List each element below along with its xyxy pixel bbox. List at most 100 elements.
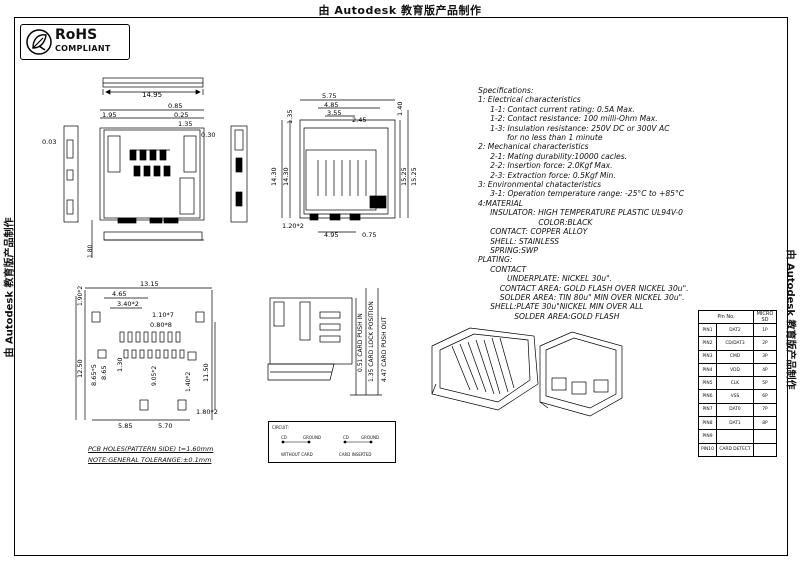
spec-line: 1-1: Contact current rating: 0.5A Max. bbox=[478, 104, 635, 114]
right-top-view bbox=[281, 99, 409, 233]
pin-cell-pin: PIN8 bbox=[698, 416, 717, 431]
spec-line: 2: Mechanical characteristics bbox=[478, 142, 589, 152]
pcb-note: PCB HOLES(PATTERN SIDE) t=1.60mm bbox=[88, 445, 214, 453]
isometric-view-2 bbox=[539, 331, 623, 417]
spec-line: COLOR:BLACK bbox=[478, 217, 593, 227]
circuit-cd-2: CD bbox=[343, 435, 349, 440]
front-view bbox=[91, 109, 205, 258]
dim-right-0: 5.75 bbox=[322, 92, 336, 100]
pin-cell-pin: PIN9 bbox=[698, 429, 717, 444]
pin-cell-pin: PIN1 bbox=[698, 322, 717, 338]
pin-row: PIN9 bbox=[698, 429, 777, 444]
spec-line: 1-2: Contact resistance: 100 milli-Ohm M… bbox=[478, 114, 658, 124]
spec-line: 4:MATERIAL bbox=[478, 198, 523, 208]
circuit-diagram: CIRCUIT: CD GROUND WITHOUT CARD CD GROUN… bbox=[268, 421, 396, 463]
spec-line: 2-2: Insertion force: 2.0Kgf Max. bbox=[478, 161, 613, 171]
pin-cell-sd: 8P bbox=[753, 416, 777, 431]
dim-pcb-5: 1.90*2 bbox=[77, 286, 84, 306]
dim-right-8: 15.25 bbox=[400, 167, 408, 186]
pin-cell-signal bbox=[716, 429, 754, 444]
dim-front-2: 0.25 bbox=[174, 111, 188, 119]
dim-side-2: 4.47 CARD PUSH OUT bbox=[381, 316, 388, 382]
dim-pcb-7: 8.65*5 bbox=[90, 364, 98, 386]
pin-cell-signal: DAT0 bbox=[716, 402, 754, 418]
dim-right-10: 1.20*2 bbox=[282, 222, 304, 230]
spec-line: SPRING:SWP bbox=[478, 245, 539, 255]
tolerance-note: NOTE:GENERAL TOLERANGE:±0.1mm bbox=[88, 456, 212, 464]
dim-pcb-6: 12.50 bbox=[76, 359, 84, 378]
drawing-frame bbox=[14, 17, 788, 556]
left-side-view bbox=[63, 125, 79, 223]
pin-cell-sd: 6P bbox=[753, 389, 777, 404]
pin-cell-sd: 5P bbox=[753, 376, 777, 391]
pin-cell-pin: PIN4 bbox=[698, 362, 717, 378]
pin-table-header: Pin No. MICRO SD bbox=[698, 310, 777, 324]
circuit-title: CIRCUIT: bbox=[272, 425, 289, 430]
pin-header-sd: MICRO SD bbox=[753, 310, 777, 324]
spec-line: CONTACT bbox=[478, 264, 527, 274]
dim-pcb-4: 0.80*8 bbox=[150, 321, 172, 329]
dim-pcb-0: 13.15 bbox=[140, 280, 159, 288]
pin-cell-pin: PIN10 bbox=[698, 442, 717, 457]
pin-cell-sd bbox=[753, 442, 777, 457]
specifications-text: Specifications:1: Electrical characteris… bbox=[478, 86, 689, 321]
spec-line: 2-3: Extraction force: 0.5Kgf Min. bbox=[478, 170, 616, 180]
dim-right-7: 14.30 bbox=[282, 167, 290, 186]
rohs-logo: RoHS COMPLIANT bbox=[20, 24, 130, 60]
dim-front-3: 1.35 bbox=[178, 120, 192, 128]
rohs-leaf-icon bbox=[26, 29, 52, 55]
pin-cell-sd: 3P bbox=[753, 349, 777, 364]
dim-pcb-8: 8.65 bbox=[100, 366, 108, 380]
spec-line: SOLDER AREA:GOLD FLASH bbox=[478, 311, 620, 321]
circuit-label-1: WITHOUT CARD bbox=[281, 452, 313, 457]
rohs-title: RoHS bbox=[55, 27, 98, 43]
pin-cell-sd: 7P bbox=[753, 402, 777, 418]
circuit-lines bbox=[281, 440, 373, 444]
top-view bbox=[102, 77, 204, 95]
spec-line: PLATING: bbox=[478, 255, 513, 265]
dim-pcb-3: 1.10*7 bbox=[152, 311, 174, 319]
dim-pcb-15: 5.70 bbox=[158, 422, 172, 430]
side-push-view bbox=[267, 288, 382, 396]
dim-front-4: 0.30 bbox=[201, 131, 215, 139]
dim-front-left: 1.80 bbox=[87, 244, 94, 258]
spec-line: SHELL: STAINLESS bbox=[478, 236, 560, 246]
dim-pcb-14: 5.85 bbox=[118, 422, 132, 430]
spec-line: 3-1: Operation temperature range: -25°C … bbox=[478, 189, 685, 199]
pin-cell-signal: DAT1 bbox=[716, 416, 754, 431]
dim-right-9: 15.25 bbox=[410, 167, 418, 186]
pin-cell-signal: CLK bbox=[716, 376, 754, 391]
circuit-cd-1: CD bbox=[281, 435, 287, 440]
dim-side-0: 0.51 CARD PUSH IN bbox=[357, 313, 364, 372]
dim-pcb-12: 11.50 bbox=[202, 363, 210, 382]
spec-line: for no less than 1 minute bbox=[478, 133, 603, 143]
pin-cell-signal: DAT2 bbox=[716, 322, 754, 338]
circuit-gnd-2: GROUND bbox=[361, 435, 380, 440]
spec-line: 2-1: Mating durability:10000 cacles. bbox=[478, 151, 628, 161]
dim-front-1: 1.95 bbox=[102, 111, 116, 119]
dim-right-5: 1.35 bbox=[286, 110, 294, 124]
circuit-label-2: CARD INSERTED bbox=[339, 452, 372, 457]
pin-cell-pin: PIN6 bbox=[698, 389, 717, 404]
spec-line: SHELL:PLATE 30u"NICKEL MIN OVER ALL bbox=[478, 302, 644, 312]
right-narrow-view bbox=[230, 125, 248, 223]
dim-right-6: 14.30 bbox=[270, 167, 278, 186]
pin-header-pin: Pin No. bbox=[698, 310, 754, 324]
dim-pcb-11: 1.40*2 bbox=[185, 372, 192, 392]
dim-top-width: 14.95 bbox=[142, 91, 162, 99]
pin-cell-pin: PIN5 bbox=[698, 376, 717, 391]
dim-pcb-13: 1.80*2 bbox=[196, 408, 218, 416]
dim-front-5: 0.03 bbox=[42, 138, 56, 146]
dim-front-0: 0.85 bbox=[168, 102, 182, 110]
pcb-pattern bbox=[75, 287, 216, 421]
dim-right-3: 2.45 bbox=[352, 116, 366, 124]
